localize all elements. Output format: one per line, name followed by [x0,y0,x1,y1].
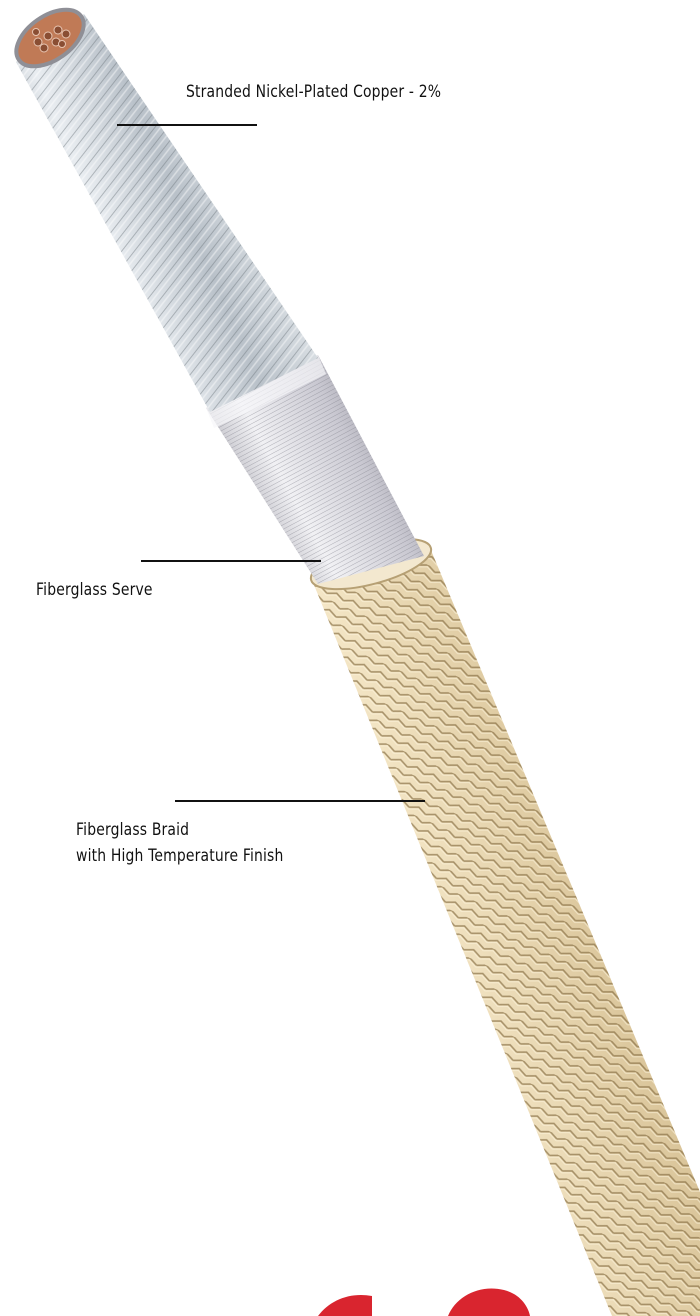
braid-leader-line [175,800,425,802]
conductor-label: Stranded Nickel-Plated Copper - 2% [186,80,441,106]
braid-label-line-1: Fiberglass Braid [76,818,283,844]
stranded-conductor [6,0,318,412]
logo-fragment [318,1288,530,1316]
serve-leader-line [141,560,321,562]
conductor-leader-line [117,124,257,126]
serve-label: Fiberglass Serve [36,578,153,604]
braid-label: Fiberglass Braid with High Temperature F… [76,818,283,869]
fiberglass-braid [306,529,700,1316]
braid-label-line-2: with High Temperature Finish [76,844,283,870]
